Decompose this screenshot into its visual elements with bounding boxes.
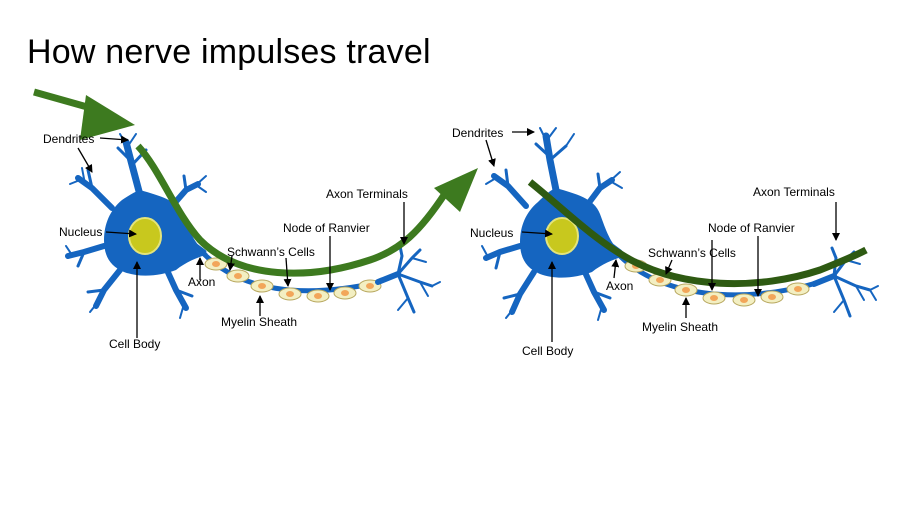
schwann-cell bbox=[760, 290, 784, 304]
label-axon: Axon bbox=[606, 279, 633, 293]
neuron-right-dendrites bbox=[481, 127, 623, 321]
schwann-cell bbox=[250, 279, 274, 293]
impulse-arrow-incoming bbox=[33, 88, 135, 140]
label-axon: Axon bbox=[188, 275, 215, 289]
impulse-arrow-right-path bbox=[527, 179, 868, 288]
label-node-of-ranvier: Node of Ranvier bbox=[283, 221, 370, 235]
neuron-left-label-arrows bbox=[77, 135, 408, 338]
neuron-left-axon-terminals bbox=[375, 244, 441, 314]
schwann-cell bbox=[674, 283, 698, 297]
label-node-of-ranvier: Node of Ranvier bbox=[708, 221, 795, 235]
label-schwanns-cells: Schwann’s Cells bbox=[227, 245, 315, 259]
label-myelin-sheath: Myelin Sheath bbox=[221, 315, 297, 329]
neuron-left-labels: Dendrites Nucleus Cell Body Axon Schwann… bbox=[43, 132, 408, 351]
label-axon-terminals: Axon Terminals bbox=[326, 187, 408, 201]
schwann-cell bbox=[226, 269, 250, 283]
schwann-cell bbox=[702, 291, 726, 305]
label-schwanns-cells: Schwann’s Cells bbox=[648, 246, 736, 260]
schwann-cell bbox=[786, 282, 810, 296]
schwann-cell bbox=[306, 289, 330, 303]
neuron-left: Dendrites Nucleus Cell Body Axon Schwann… bbox=[33, 88, 478, 351]
neuron-right-axon-terminals bbox=[811, 246, 879, 318]
neuron-right: Dendrites Nucleus Cell Body Axon Schwann… bbox=[452, 126, 879, 358]
schwann-cell bbox=[278, 287, 302, 301]
label-axon-terminals: Axon Terminals bbox=[753, 185, 835, 199]
label-nucleus: Nucleus bbox=[59, 225, 102, 239]
slide-title: How nerve impulses travel bbox=[27, 33, 431, 71]
neuron-left-dendrites bbox=[65, 133, 207, 319]
neuron-right-myelin-sheath bbox=[624, 259, 810, 307]
label-nucleus: Nucleus bbox=[470, 226, 513, 240]
schwann-cell bbox=[732, 293, 756, 307]
neuron-right-labels: Dendrites Nucleus Cell Body Axon Schwann… bbox=[452, 126, 835, 358]
label-dendrites: Dendrites bbox=[452, 126, 503, 140]
schwann-cell bbox=[333, 286, 357, 300]
neuron-right-label-arrows bbox=[485, 128, 840, 342]
label-myelin-sheath: Myelin Sheath bbox=[642, 320, 718, 334]
schwann-cell bbox=[204, 257, 228, 271]
neuron-left-myelin-sheath bbox=[204, 257, 382, 303]
neuron-left-nucleus bbox=[128, 217, 162, 255]
label-cell-body: Cell Body bbox=[522, 344, 573, 358]
label-dendrites: Dendrites bbox=[43, 132, 94, 146]
neuron-right-nucleus bbox=[545, 217, 579, 255]
label-cell-body: Cell Body bbox=[109, 337, 160, 351]
